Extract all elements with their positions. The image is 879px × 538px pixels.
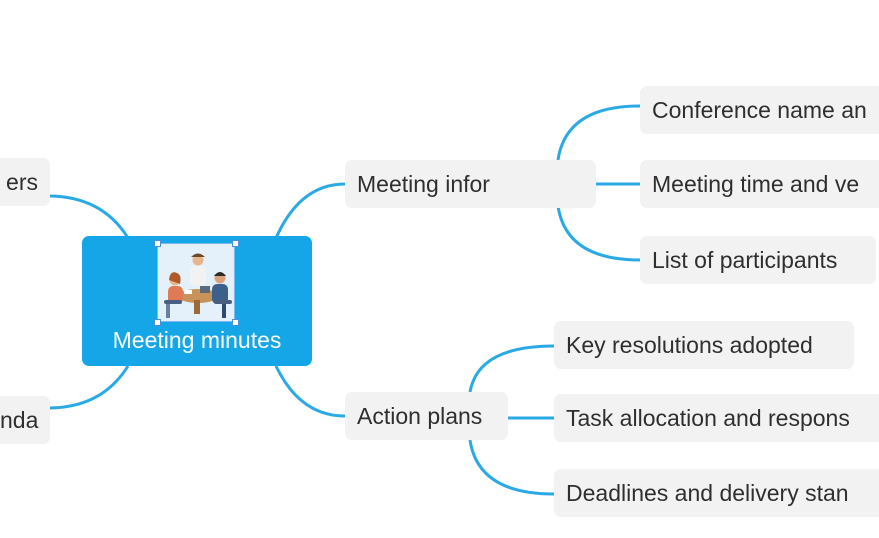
- edge-root-action-plans: [274, 365, 346, 418]
- edge-meeting-info-child-3: [556, 205, 641, 262]
- resize-handle-bottom-left[interactable]: [154, 319, 161, 326]
- node-meeting-info-child-3[interactable]: List of participants: [640, 236, 876, 284]
- node-left-bottom[interactable]: nda: [0, 396, 50, 444]
- edge-meeting-info-child-1: [556, 104, 641, 161]
- node-action-plans-child-2[interactable]: Task allocation and respons: [554, 394, 879, 442]
- node-meeting-info-child-3-label: List of participants: [652, 247, 838, 273]
- resize-handle-top-left[interactable]: [154, 240, 161, 247]
- node-action-plans-child-2-label: Task allocation and respons: [566, 405, 850, 431]
- node-left-top-label: ers: [6, 169, 38, 195]
- meeting-illustration-icon[interactable]: [157, 243, 235, 322]
- node-left-top[interactable]: ers: [0, 158, 50, 206]
- root-node-title: Meeting minutes: [112, 327, 282, 353]
- node-action-plans-child-1-label: Key resolutions adopted: [566, 332, 813, 358]
- node-meeting-info-child-2-label: Meeting time and ve: [652, 171, 860, 197]
- edge-action-plans-child-3: [468, 439, 555, 496]
- edge-action-plans-child-1: [468, 344, 555, 393]
- meeting-illustration-graphic: [158, 244, 234, 321]
- node-meeting-info-child-1[interactable]: Conference name an: [640, 86, 879, 134]
- node-meeting-info-child-1-label: Conference name an: [652, 97, 867, 123]
- edge-root-meeting-info: [274, 182, 346, 239]
- node-action-plans-child-3-label: Deadlines and delivery stan: [566, 480, 849, 506]
- node-meeting-info-label: Meeting infor: [357, 171, 490, 197]
- resize-handle-top-right[interactable]: [232, 240, 239, 247]
- node-meeting-info[interactable]: Meeting infor: [345, 160, 596, 208]
- node-action-plans-label: Action plans: [357, 403, 483, 429]
- resize-handle-bottom-right[interactable]: [232, 319, 239, 326]
- edge-root-left-top: [47, 194, 130, 239]
- edge-root-left-bottom: [47, 365, 130, 410]
- node-left-bottom-label: nda: [0, 407, 39, 433]
- node-action-plans-child-1[interactable]: Key resolutions adopted: [554, 321, 854, 369]
- node-meeting-info-child-2[interactable]: Meeting time and ve: [640, 160, 879, 208]
- node-action-plans-child-3[interactable]: Deadlines and delivery stan: [554, 469, 879, 517]
- node-action-plans[interactable]: Action plans: [345, 392, 508, 440]
